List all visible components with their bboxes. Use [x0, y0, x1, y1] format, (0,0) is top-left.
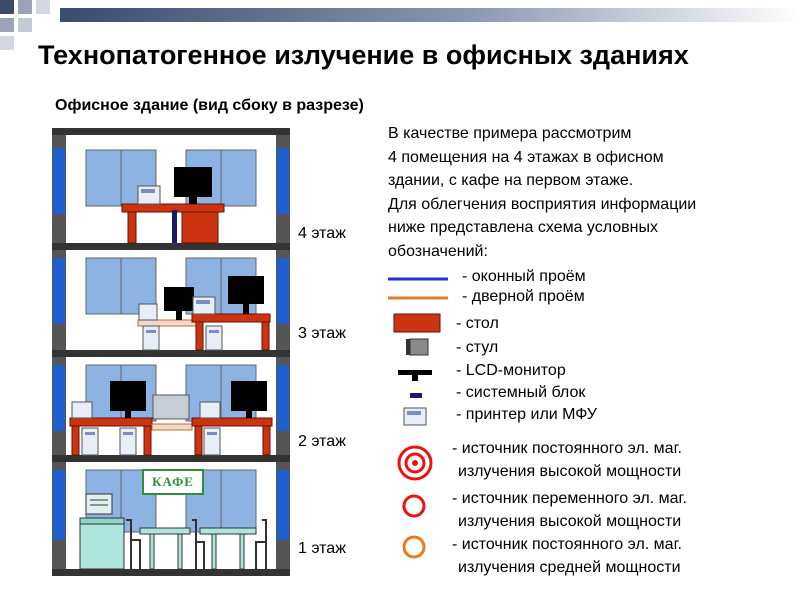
system-unit — [142, 325, 160, 351]
printer — [199, 401, 221, 419]
grey-monitor — [152, 394, 190, 420]
table — [69, 417, 153, 427]
floor-slab — [52, 350, 290, 357]
cash-register — [85, 493, 113, 515]
table-leg — [143, 425, 152, 456]
monitor — [231, 381, 267, 411]
floor-2-room — [69, 364, 273, 456]
legend-source-const-high-label-1: - источник постоянного эл. маг. — [452, 440, 682, 457]
monitor — [228, 276, 264, 304]
top-bar — [60, 8, 800, 22]
floor-3-room — [85, 257, 271, 351]
side-window — [277, 470, 289, 540]
side-window — [53, 365, 65, 431]
floor-label-4: 4 этаж — [298, 225, 346, 242]
printer — [71, 401, 93, 419]
cafe-table — [199, 527, 257, 535]
intro-line: ниже представлена схема условных — [388, 219, 658, 236]
legend-system-unit-symbol — [410, 393, 422, 398]
table-leg — [71, 425, 80, 456]
intro-line: Для облегчения восприятия информации — [388, 195, 697, 213]
printer — [138, 303, 158, 321]
table-light — [151, 423, 193, 431]
legend-source-const-high-label-2: излучения высокой мощности — [458, 463, 682, 480]
corner-square-1 — [0, 0, 14, 14]
side-window — [53, 148, 65, 214]
legend-source-var-high-label-2: излучения высокой мощности — [458, 513, 682, 530]
roof-slab — [52, 128, 290, 135]
legend-monitor-symbol — [398, 370, 432, 375]
floor-1-cafe — [79, 469, 267, 570]
legend-printer-symbol — [403, 407, 427, 426]
legend-table-label: - стол — [456, 315, 499, 332]
legend-source-const-med-label-2: излучения средней мощности — [458, 559, 681, 576]
floor-label-1: 1 этаж — [298, 540, 346, 557]
legend-printer-label: - принтер или МФУ — [456, 406, 597, 423]
cafe-chair — [255, 519, 267, 569]
corner-square-6 — [18, 18, 32, 32]
floor-slab — [52, 243, 290, 250]
diagram-subtitle: Офисное здание (вид сбоку в разрезе) — [55, 97, 364, 114]
legend-source-const-high-symbol — [397, 445, 433, 481]
cafe-sign: КАФЕ — [152, 474, 194, 489]
corner-square-3 — [18, 0, 32, 14]
intro-line: В качестве примера рассмотрим — [388, 125, 632, 142]
side-window — [277, 148, 289, 214]
floor-slab — [52, 455, 290, 462]
intro-line: обозначений: — [388, 242, 488, 260]
table — [191, 313, 271, 323]
printer — [192, 296, 216, 315]
corner-square-2 — [0, 18, 14, 32]
cafe-chair — [126, 519, 141, 569]
corner-square-4 — [0, 36, 14, 50]
legend-table-symbol — [393, 313, 441, 333]
legend-door-label: - дверной проём — [462, 288, 585, 305]
legend-monitor-label: - LCD-монитор — [456, 362, 566, 379]
ground-slab — [52, 569, 290, 576]
monitor — [110, 381, 146, 411]
cafe-chair — [192, 519, 205, 569]
side-window — [277, 258, 289, 324]
printer — [137, 185, 161, 205]
intro-line: здании, с кафе на первом этаже. — [388, 172, 634, 189]
legend-system-unit-label: - системный блок — [456, 384, 586, 401]
legend-source-var-high-label-1: - источник переменного эл. маг. — [452, 490, 687, 507]
legend-chair-symbol — [409, 338, 429, 356]
floor-label-3: 3 этаж — [298, 325, 346, 342]
table-leg — [194, 425, 203, 456]
floor-4-room — [85, 149, 257, 244]
side-window — [277, 365, 289, 431]
table-leg — [127, 211, 137, 244]
legend-source-var-high-symbol — [402, 494, 426, 518]
legend-source-const-med-symbol — [402, 535, 426, 559]
table — [191, 417, 273, 427]
side-window — [53, 258, 65, 324]
corner-square-5 — [36, 0, 50, 14]
floor-label-2: 2 этаж — [298, 433, 346, 450]
intro-line: 4 помещения на 4 этажах в офисном — [388, 148, 664, 166]
legend-source-const-med-label-1: - источник постоянного эл. маг. — [452, 536, 682, 553]
monitor — [174, 167, 212, 197]
legend-window-label: - оконный проём — [462, 268, 586, 285]
table-light — [137, 319, 201, 327]
monitor — [164, 287, 194, 311]
table-panel — [181, 211, 219, 244]
table-leg — [195, 321, 204, 351]
cafe-sign-box — [142, 469, 204, 495]
table-leg — [261, 321, 270, 351]
side-window — [53, 470, 65, 540]
system-unit — [172, 210, 177, 243]
cafe-counter — [79, 517, 125, 570]
table-leg — [262, 425, 271, 456]
slide-title: Технопатогенное излучение в офисных здан… — [38, 40, 689, 70]
cafe-table — [139, 527, 191, 535]
legend-chair-label: - стул — [456, 339, 499, 356]
system-unit — [205, 325, 223, 351]
intro-text: В качестве примера рассмотрим 4 помещени… — [388, 122, 798, 263]
